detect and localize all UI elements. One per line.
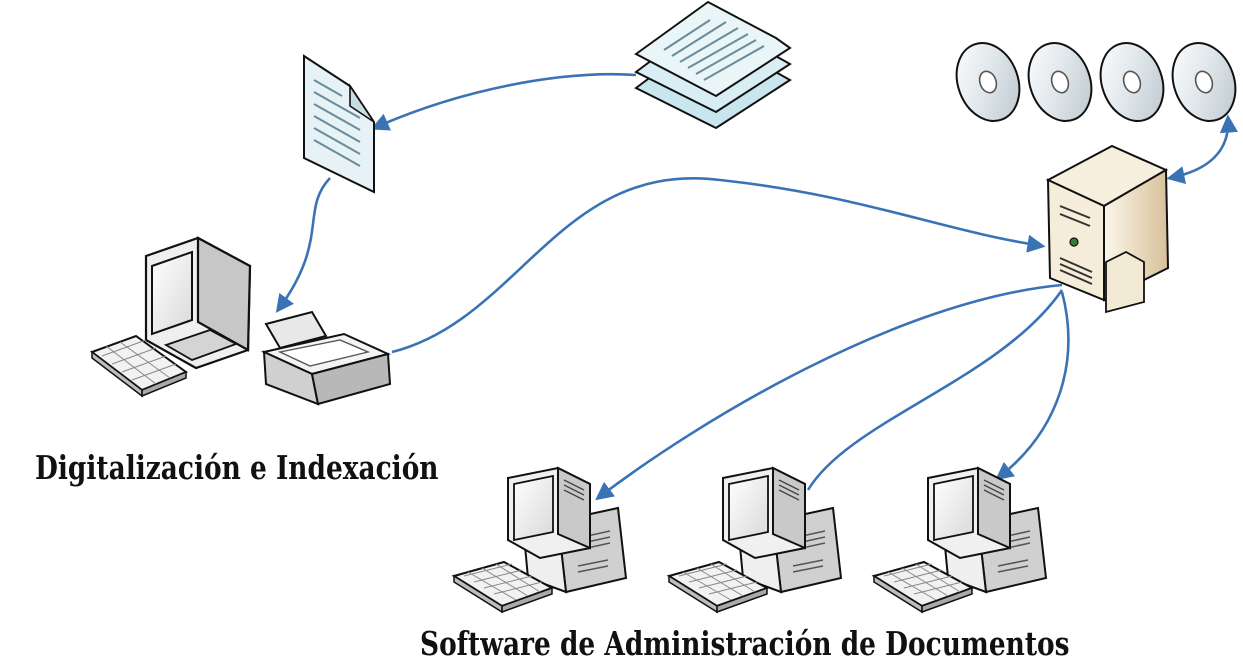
- workstation-monitor-icon: [144, 236, 252, 370]
- arrow-stack-to-document: [370, 72, 637, 131]
- client-computer-icon-1: [453, 467, 627, 613]
- workstation-keyboard-icon: [89, 334, 189, 398]
- arrow-scanner-to-server: [391, 177, 1046, 354]
- arrow-document-to-scanner: [275, 177, 331, 313]
- single-document-icon: [303, 54, 375, 194]
- client-computer-icon-3: [873, 467, 1047, 613]
- optical-disc-icon: [955, 42, 1237, 122]
- scanner-icon: [260, 310, 392, 406]
- digitization-label: Digitalización e Indexación: [35, 448, 439, 487]
- arrow-server-to-client-3: [995, 291, 1070, 481]
- document-management-label: Software de Administración de Documentos: [420, 624, 1070, 663]
- server-tower-icon: [1045, 144, 1170, 314]
- arrow-server-to-discs: [1166, 114, 1238, 185]
- arrow-server-to-client-1: [595, 283, 1063, 501]
- arrow-client-2-to-server: [806, 289, 1064, 491]
- document-stack-icon: [634, 0, 792, 130]
- client-computer-icon-2: [668, 467, 842, 613]
